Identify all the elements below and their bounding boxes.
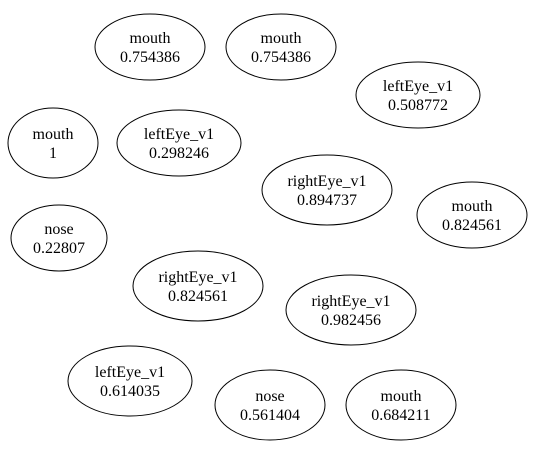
node: nose 0.22807 xyxy=(10,204,108,272)
node-label: rightEye_v1 xyxy=(158,269,237,286)
node: leftEye_v1 0.508772 xyxy=(355,61,481,129)
node-ellipse xyxy=(67,345,193,417)
node-value: 0.894737 xyxy=(297,192,357,209)
node-value: 0.824561 xyxy=(168,288,228,305)
node: mouth 0.684211 xyxy=(345,369,457,441)
node-label: mouth xyxy=(452,198,493,215)
node-label: mouth xyxy=(381,388,422,405)
node-label: nose xyxy=(44,221,73,238)
node-label: rightEye_v1 xyxy=(311,293,390,310)
node: rightEye_v1 0.894737 xyxy=(261,154,393,226)
node-ellipse xyxy=(225,13,337,81)
node-label: leftEye_v1 xyxy=(144,126,214,143)
node-value: 0.754386 xyxy=(120,49,180,66)
node-value: 1 xyxy=(49,145,57,162)
node-label: rightEye_v1 xyxy=(287,173,366,190)
node-ellipse xyxy=(261,154,393,226)
node-value: 0.508772 xyxy=(388,97,448,114)
node-ellipse xyxy=(132,250,264,322)
node-ellipse xyxy=(285,274,417,346)
node-ellipse xyxy=(7,107,99,179)
node-value: 0.614035 xyxy=(100,383,160,400)
node: rightEye_v1 0.982456 xyxy=(285,274,417,346)
node-ellipse xyxy=(94,13,206,81)
node-label: leftEye_v1 xyxy=(95,364,165,381)
node-label: mouth xyxy=(261,30,302,47)
node-value: 0.684211 xyxy=(371,407,430,424)
node-ellipse xyxy=(345,369,457,441)
node-ellipse xyxy=(116,109,242,177)
node-label: nose xyxy=(255,388,284,405)
node-value: 0.824561 xyxy=(442,217,502,234)
node-ellipse xyxy=(214,369,326,441)
node-value: 0.22807 xyxy=(33,240,85,257)
node-value: 0.298246 xyxy=(149,145,209,162)
node: mouth 1 xyxy=(7,107,99,179)
node-value: 0.754386 xyxy=(251,49,311,66)
node-label: mouth xyxy=(33,126,74,143)
node-ellipse xyxy=(355,61,481,129)
node: leftEye_v1 0.298246 xyxy=(116,109,242,177)
node-value: 0.982456 xyxy=(321,312,381,329)
node: rightEye_v1 0.824561 xyxy=(132,250,264,322)
node: mouth 0.824561 xyxy=(416,181,528,249)
node-value: 0.561404 xyxy=(240,407,300,424)
node: mouth 0.754386 xyxy=(94,13,206,81)
node-label: mouth xyxy=(130,30,171,47)
node-ellipse xyxy=(416,181,528,249)
node-ellipse xyxy=(10,204,108,272)
node: mouth 0.754386 xyxy=(225,13,337,81)
node: leftEye_v1 0.614035 xyxy=(67,345,193,417)
node: nose 0.561404 xyxy=(214,369,326,441)
node-label: leftEye_v1 xyxy=(383,78,453,95)
